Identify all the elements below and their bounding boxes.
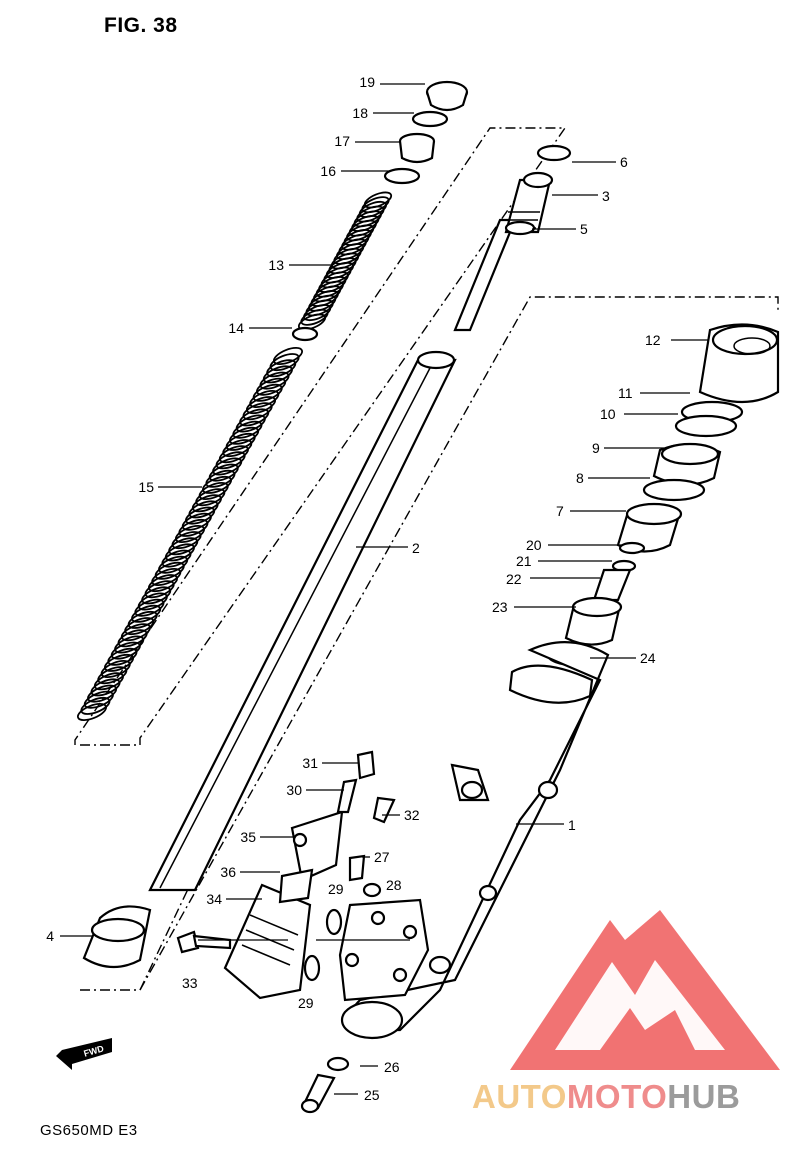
part-23-oil-lock [564,596,623,646]
part-34-caliper-bracket [223,883,312,1000]
callout-7: 7 [556,503,564,519]
part-15-spring [76,346,304,722]
callout-30: 30 [286,782,302,798]
callout-28: 28 [386,877,402,893]
callout-5: 5 [580,221,588,237]
callout-22: 22 [506,571,522,587]
part-9-oil-seal [652,442,722,486]
callout-11: 11 [618,385,633,401]
part-35-bracket-body [290,810,344,882]
part-12-dust-seal [698,323,780,404]
callout-8: 8 [576,470,584,486]
callout-18: 18 [352,105,368,121]
callout-36: 36 [220,864,236,880]
part-22-spring [592,568,632,602]
inner-tube-group-outline [80,296,779,991]
figure-title: FIG. 38 [104,14,178,37]
callout-20: 20 [526,537,542,553]
watermark-text-moto: MOTO [566,1078,668,1115]
spring15-coil [80,696,111,715]
watermark-text: AUTOMOTOHUB [472,1078,740,1116]
callout-3: 3 [602,188,610,204]
part-31-cap [356,750,376,780]
callout-31: 31 [302,755,318,771]
callout-29b: 29 [298,995,314,1011]
callout-26: 26 [384,1059,400,1075]
part-29-o-ring-upper [325,908,343,936]
part-17-spacer [398,132,436,164]
callout-13: 13 [268,257,284,273]
spring-group-outline [74,127,567,746]
part-1-outer-tube [348,641,610,1032]
part-3-damper-rod [453,171,554,332]
callout-1: 1 [568,817,576,833]
callout-32: 32 [404,807,420,823]
part-30-bleeder [336,778,358,814]
callout-2: 2 [412,540,420,556]
callout-35: 35 [240,829,256,845]
callout-10: 10 [600,406,616,422]
callout-23: 23 [492,599,508,615]
spring15-coil [76,702,108,722]
callout-6: 6 [620,154,628,170]
part-33-bolt [176,930,232,954]
part-26-washer [326,1056,350,1072]
callout-15: 15 [138,479,154,495]
part-32-bolt [372,796,396,824]
callout-24: 24 [640,650,656,666]
callout-33: 33 [182,975,198,991]
part-5-ring [504,220,536,236]
part-19-cap [425,80,469,112]
spring13-coil [297,313,327,331]
part-27-bolt [348,854,366,882]
callout-34: 34 [206,891,222,907]
part-18-o-ring [411,110,449,128]
callout-27: 27 [374,849,390,865]
part-16-washer [383,167,421,185]
watermark-text-auto: AUTO [472,1078,567,1115]
part-10-seal [674,414,738,438]
part-2-inner-tube [148,350,457,892]
watermark-logo-icon [510,910,780,1070]
part-13-spring [297,191,393,331]
callout-25: 25 [364,1087,380,1103]
callout-17: 17 [334,133,350,149]
part-20-ring [618,541,646,555]
part-29-o-ring-lower [303,954,321,982]
part-8-washer [642,478,706,502]
callout-4: 4 [46,928,54,944]
part-28-washer [362,882,382,898]
callout-19: 19 [359,74,375,90]
part-36-bolt [278,868,314,904]
part-6-ring [536,144,572,162]
watermark-text-hub: HUB [667,1078,741,1115]
callout-16: 16 [320,163,336,179]
callout-29a: 29 [328,881,344,897]
callout-9: 9 [592,440,600,456]
part-25-axle-bolt [300,1073,336,1114]
part-4-slide-bushing [82,905,152,969]
part-7-guide-bushing [616,502,683,553]
callout-12: 12 [645,332,661,348]
part-14-spacer [291,326,319,342]
callout-14: 14 [228,320,244,336]
callout-labels: 1918171663513141211109815720221222324431… [46,74,708,1103]
callout-21: 21 [516,553,532,569]
model-code: GS650MD E3 [40,1122,138,1139]
axle-holder-bottom [338,898,430,1040]
fwd-arrow-icon: FWD [56,1038,112,1070]
